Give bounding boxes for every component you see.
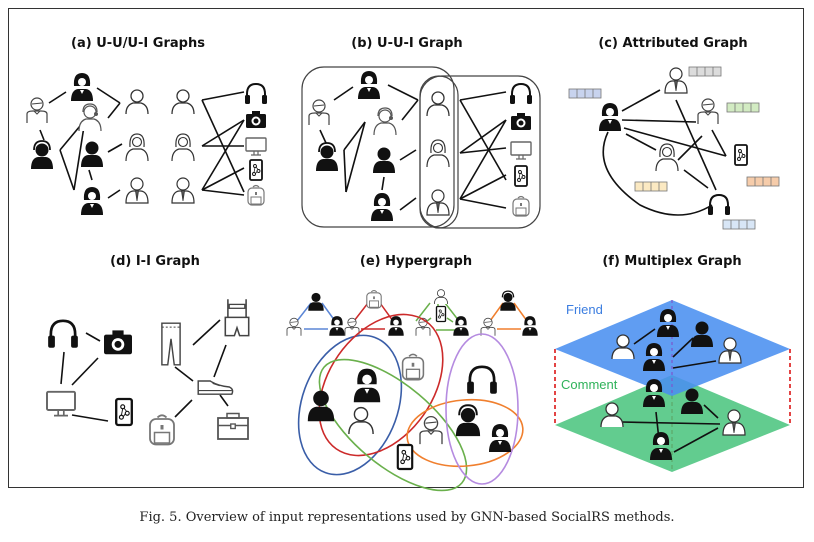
attribute-vector	[726, 102, 760, 113]
monitor-icon	[245, 137, 267, 156]
overalls-icon	[224, 298, 250, 337]
panel-a	[26, 73, 268, 215]
user-female-icon	[426, 139, 450, 168]
user-glasses-icon	[697, 98, 719, 125]
user-headset-icon	[78, 103, 102, 132]
hyperedge-blue	[297, 334, 403, 476]
pants-icon	[161, 322, 181, 366]
tablet-icon	[514, 165, 528, 187]
panel-d	[46, 298, 250, 446]
user-headset-icon	[30, 140, 54, 170]
headphones-icon	[509, 83, 533, 105]
monitor-icon	[46, 390, 76, 417]
figure-caption: Fig. 5. Overview of input representation…	[139, 510, 675, 525]
figure-frame	[8, 8, 804, 488]
hyperedge-red	[318, 313, 444, 457]
panel-b	[301, 66, 541, 229]
user-female-icon	[599, 103, 621, 131]
backpack-icon	[401, 353, 425, 381]
user-female-icon	[522, 316, 538, 336]
user-suit-icon	[664, 67, 688, 94]
user-female-icon	[81, 187, 103, 215]
panel-f-title: (f) Multiplex Graph	[602, 254, 741, 269]
user-icon	[434, 289, 448, 305]
user-filled-icon	[373, 147, 395, 173]
comment-layer-label: Comment	[561, 377, 618, 392]
backpack-icon	[366, 290, 382, 309]
backpack-icon	[247, 184, 265, 206]
user-suit-icon	[125, 177, 149, 204]
user-suit-icon	[426, 189, 450, 216]
user-female-icon	[388, 316, 404, 336]
user-filled-icon	[307, 390, 335, 422]
hyperedge-purple	[445, 333, 519, 485]
user-female-icon	[329, 316, 345, 336]
user-headset-icon	[499, 290, 517, 312]
attribute-vector	[722, 219, 756, 230]
attribute-vector	[568, 88, 602, 99]
tablet-icon	[734, 144, 748, 166]
user-female-icon	[125, 133, 149, 162]
user-icon	[125, 89, 149, 115]
attribute-vector	[746, 176, 780, 187]
hyperedge-orange	[406, 398, 524, 468]
user-female-icon	[353, 368, 381, 403]
attribute-vector	[634, 181, 668, 192]
user-glasses-icon	[286, 317, 302, 337]
user-icon	[426, 91, 450, 117]
user-female-icon	[371, 193, 393, 221]
user-group-box	[301, 66, 455, 228]
monitor-icon	[510, 141, 532, 160]
backpack-icon	[512, 195, 530, 217]
camera-icon	[104, 330, 132, 355]
user-headset-icon	[373, 107, 397, 136]
tablet-icon	[396, 443, 414, 471]
panel-a-title: (a) U-U/U-I Graphs	[71, 36, 205, 51]
user-glasses-icon	[480, 317, 496, 337]
user-filled-icon	[308, 292, 324, 311]
panel-d-title: (d) I-I Graph	[110, 254, 200, 269]
headphones-icon	[465, 365, 499, 396]
shoe-icon	[197, 380, 234, 395]
user-female-icon	[655, 143, 679, 172]
backpack-icon	[149, 414, 175, 446]
tablet-icon	[115, 397, 133, 427]
headphones-icon	[46, 319, 80, 350]
user-suit-icon	[171, 177, 195, 204]
user-glasses-icon	[308, 99, 330, 126]
user-female-icon	[489, 424, 511, 452]
camera-icon	[246, 111, 266, 128]
panel-e	[286, 289, 538, 492]
panel-e-title: (e) Hypergraph	[360, 254, 472, 269]
user-female-icon	[358, 71, 380, 99]
panel-c	[568, 66, 780, 230]
tablet-icon	[249, 159, 263, 181]
panel-c-title: (c) Attributed Graph	[598, 36, 747, 51]
user-icon	[348, 406, 374, 435]
panel-f: Friend Comment	[554, 300, 791, 472]
attribute-vector	[688, 66, 722, 77]
tablet-icon	[435, 305, 447, 323]
user-glasses-icon	[26, 97, 48, 124]
user-headset-icon	[315, 142, 339, 172]
user-female-icon	[171, 133, 195, 162]
user-glasses-icon	[419, 415, 443, 445]
camera-icon	[511, 113, 531, 130]
friend-layer-label: Friend	[566, 302, 603, 317]
user-female-icon	[453, 316, 469, 336]
user-filled-icon	[81, 141, 103, 167]
user-female-icon	[71, 73, 93, 101]
headphones-icon	[244, 83, 268, 105]
user-icon	[171, 89, 195, 115]
user-headset-icon	[454, 404, 482, 438]
briefcase-icon	[217, 412, 249, 440]
hyperedge-green	[318, 358, 468, 492]
shared-user-box	[419, 75, 459, 229]
user-glasses-icon	[344, 317, 360, 337]
panel-b-title: (b) U-U-I Graph	[351, 36, 462, 51]
